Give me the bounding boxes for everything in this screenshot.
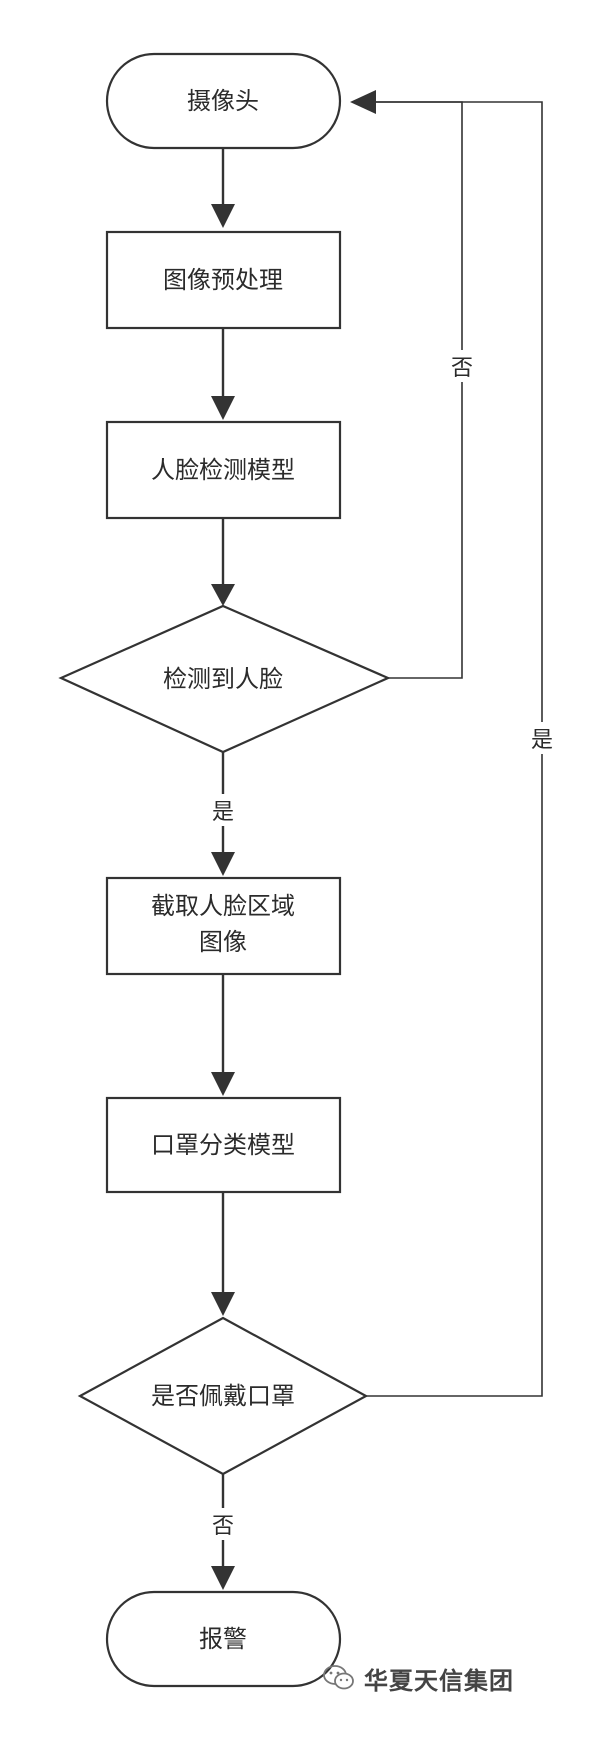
node-face-detected-decision: 检测到人脸 [58, 604, 391, 754]
edge-camera-to-preprocess [211, 148, 235, 228]
edge-mask-model-to-decision [211, 1192, 235, 1316]
edge-mask-yes-loop [366, 101, 543, 1397]
node-crop-face: 截取人脸区域 图像 [105, 876, 342, 976]
node-crop-face-label-line2: 图像 [199, 928, 247, 956]
node-face-detected-label: 检测到人脸 [163, 665, 283, 693]
node-wearing-mask-label: 是否佩戴口罩 [151, 1382, 295, 1410]
node-camera: 摄像头 [105, 52, 342, 150]
node-mask-model: 口罩分类模型 [105, 1096, 342, 1194]
edge-face-yes-label: 是 [212, 800, 234, 825]
node-preprocess: 图像预处理 [105, 230, 342, 330]
edge-face-no-label: 否 [451, 356, 473, 381]
edge-mask-yes-label: 是 [531, 728, 553, 753]
wechat-icon [323, 1665, 354, 1690]
edge-face-yes-label-bg [209, 794, 237, 826]
edge-mask-no-label: 否 [212, 1514, 234, 1539]
edge-face-model-to-decision [211, 518, 235, 606]
edge-face-no-label-bg [448, 350, 476, 382]
node-mask-model-label: 口罩分类模型 [151, 1131, 295, 1159]
node-face-detect-model-label: 人脸检测模型 [151, 456, 295, 484]
node-crop-face-label-line1: 截取人脸区域 [151, 892, 295, 920]
node-wearing-mask-decision: 是否佩戴口罩 [77, 1316, 369, 1476]
edge-mask-no-label-bg [209, 1508, 237, 1540]
loop-arrowhead [350, 90, 376, 114]
node-face-detect-model: 人脸检测模型 [105, 420, 342, 520]
node-alarm-label: 报警 [199, 1625, 247, 1653]
watermark: 华夏天信集团 [322, 1656, 514, 1700]
edge-face-no-loop [372, 101, 463, 679]
node-camera-label: 摄像头 [187, 87, 259, 115]
node-preprocess-label: 图像预处理 [163, 266, 283, 294]
node-alarm: 报警 [105, 1590, 342, 1688]
edge-crop-to-mask-model [211, 974, 235, 1096]
watermark-text: 华夏天信集团 [364, 1666, 514, 1695]
edge-preprocess-to-face-model [211, 328, 235, 420]
edge-mask-yes-label-bg [528, 722, 556, 754]
